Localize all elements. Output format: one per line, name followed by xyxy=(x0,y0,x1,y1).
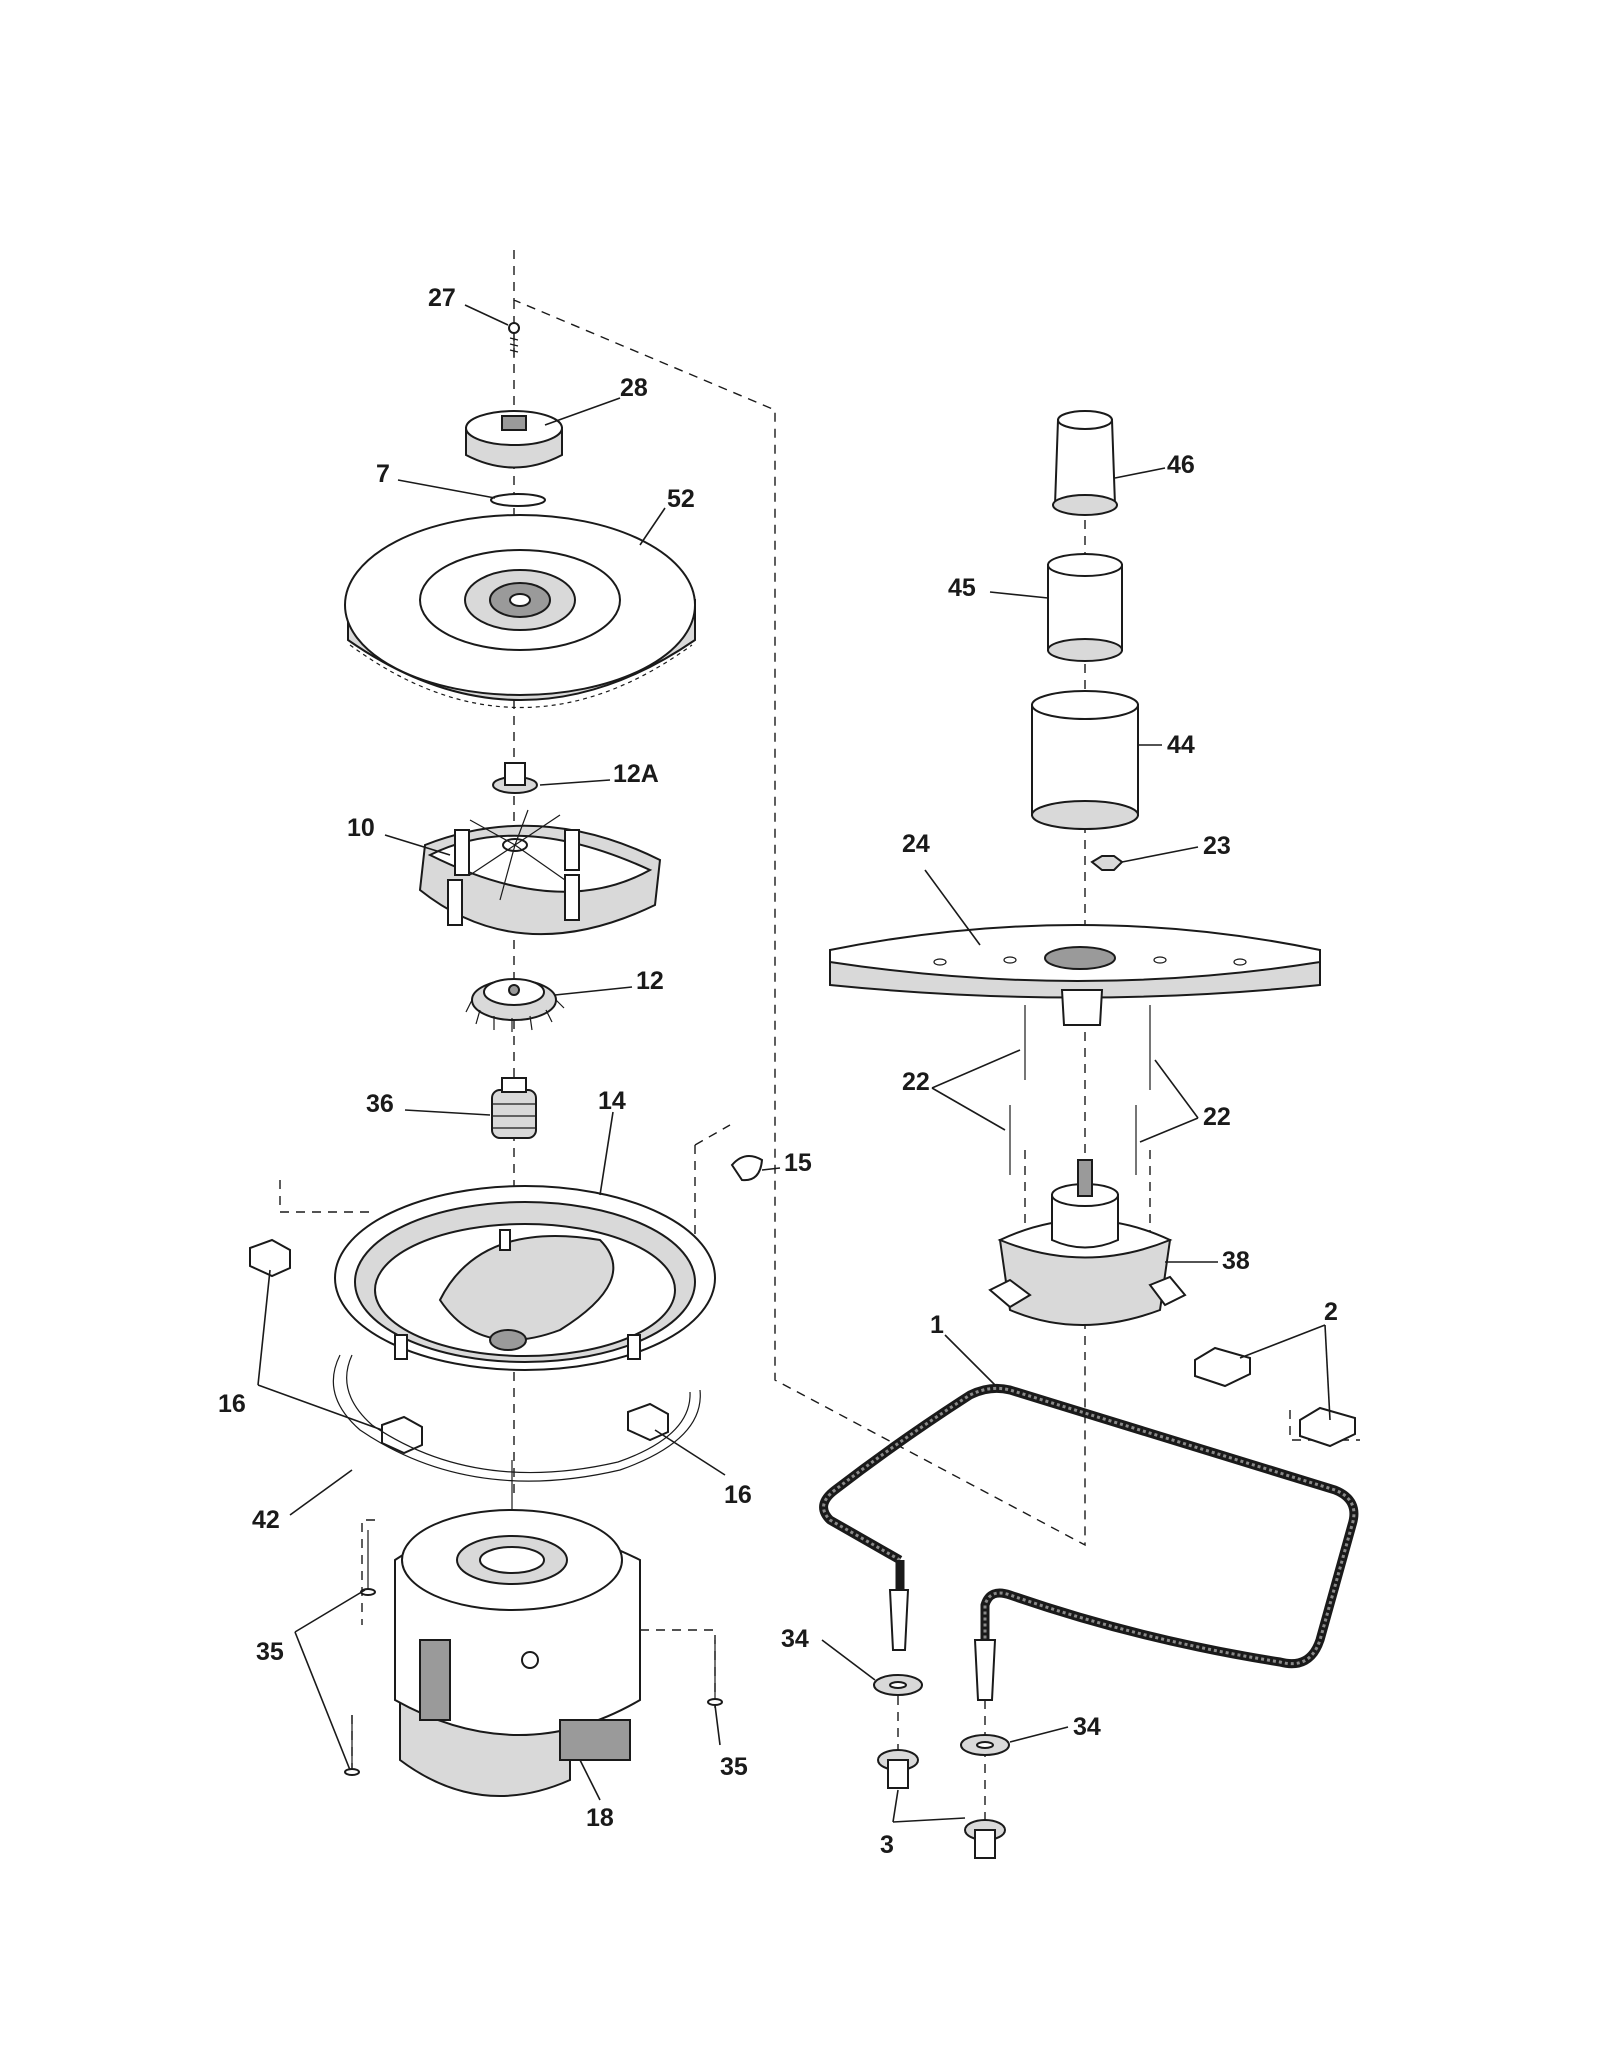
part-12a-washer xyxy=(492,762,538,794)
part-2-clips xyxy=(1194,1346,1356,1448)
callout-15: 15 xyxy=(784,1149,812,1177)
part-10-housing xyxy=(418,809,662,936)
part-44-tube xyxy=(1031,690,1139,830)
part-14-sump xyxy=(334,1185,716,1371)
part-36-seal xyxy=(491,1077,537,1139)
part-3-nuts xyxy=(877,1749,1006,1859)
callout-52: 52 xyxy=(667,485,695,513)
callout-2: 2 xyxy=(1324,1298,1338,1326)
callout-3: 3 xyxy=(880,1831,894,1859)
callout-45: 45 xyxy=(948,574,976,602)
callout-44: 44 xyxy=(1167,731,1195,759)
part-46-nozzle xyxy=(1052,410,1118,516)
leader-lines xyxy=(257,304,1331,1823)
callout-labels: 27 28 7 52 12A 10 12 36 14 15 16 16 42 3… xyxy=(218,284,1338,1859)
callout-22-right: 22 xyxy=(1203,1103,1231,1131)
callout-12a: 12A xyxy=(613,760,659,788)
callout-35-left: 35 xyxy=(256,1638,284,1666)
callout-23: 23 xyxy=(1203,832,1231,860)
callout-36: 36 xyxy=(366,1090,394,1118)
callout-14: 14 xyxy=(598,1087,626,1115)
callout-10: 10 xyxy=(347,814,375,842)
callout-24: 24 xyxy=(902,830,930,858)
part-27-screw xyxy=(508,322,520,358)
part-12-impeller xyxy=(465,978,565,1032)
part-24-spray-arm xyxy=(829,924,1321,1026)
callout-18: 18 xyxy=(586,1804,614,1832)
part-7-clip xyxy=(490,493,546,507)
part-22-screws xyxy=(1009,1005,1151,1175)
callout-12: 12 xyxy=(636,967,664,995)
callout-22-left: 22 xyxy=(902,1068,930,1096)
part-42-gasket xyxy=(332,1354,701,1482)
part-34-washers xyxy=(873,1674,1010,1756)
callout-35-right: 35 xyxy=(720,1753,748,1781)
callout-27: 27 xyxy=(428,284,456,312)
part-38-manifold xyxy=(988,1159,1187,1326)
part-23-nut xyxy=(1090,855,1124,871)
part-28-hub xyxy=(465,410,563,469)
part-18-motor xyxy=(394,1460,641,1797)
part-15-clip xyxy=(730,1155,764,1182)
callout-28: 28 xyxy=(620,374,648,402)
part-16-brackets xyxy=(249,1238,669,1455)
callout-7: 7 xyxy=(376,460,390,488)
callout-34-right: 34 xyxy=(1073,1713,1101,1741)
callout-38: 38 xyxy=(1222,1247,1250,1275)
callout-16-left: 16 xyxy=(218,1390,246,1418)
part-52-gear xyxy=(344,514,696,709)
part-1-heater-element xyxy=(819,1383,1359,1701)
part-45-tube xyxy=(1047,553,1123,662)
callout-42: 42 xyxy=(252,1506,280,1534)
callout-1: 1 xyxy=(930,1311,944,1339)
callout-34-left: 34 xyxy=(781,1625,809,1653)
callout-16-right: 16 xyxy=(724,1481,752,1509)
callout-46: 46 xyxy=(1167,451,1195,479)
